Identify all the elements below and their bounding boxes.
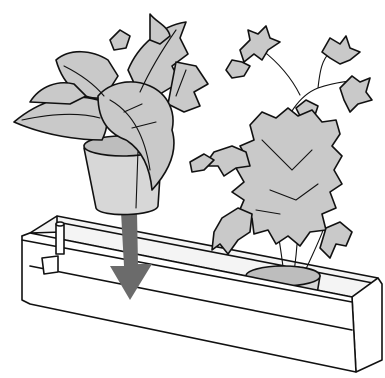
potted-plant-lifted (14, 14, 208, 215)
